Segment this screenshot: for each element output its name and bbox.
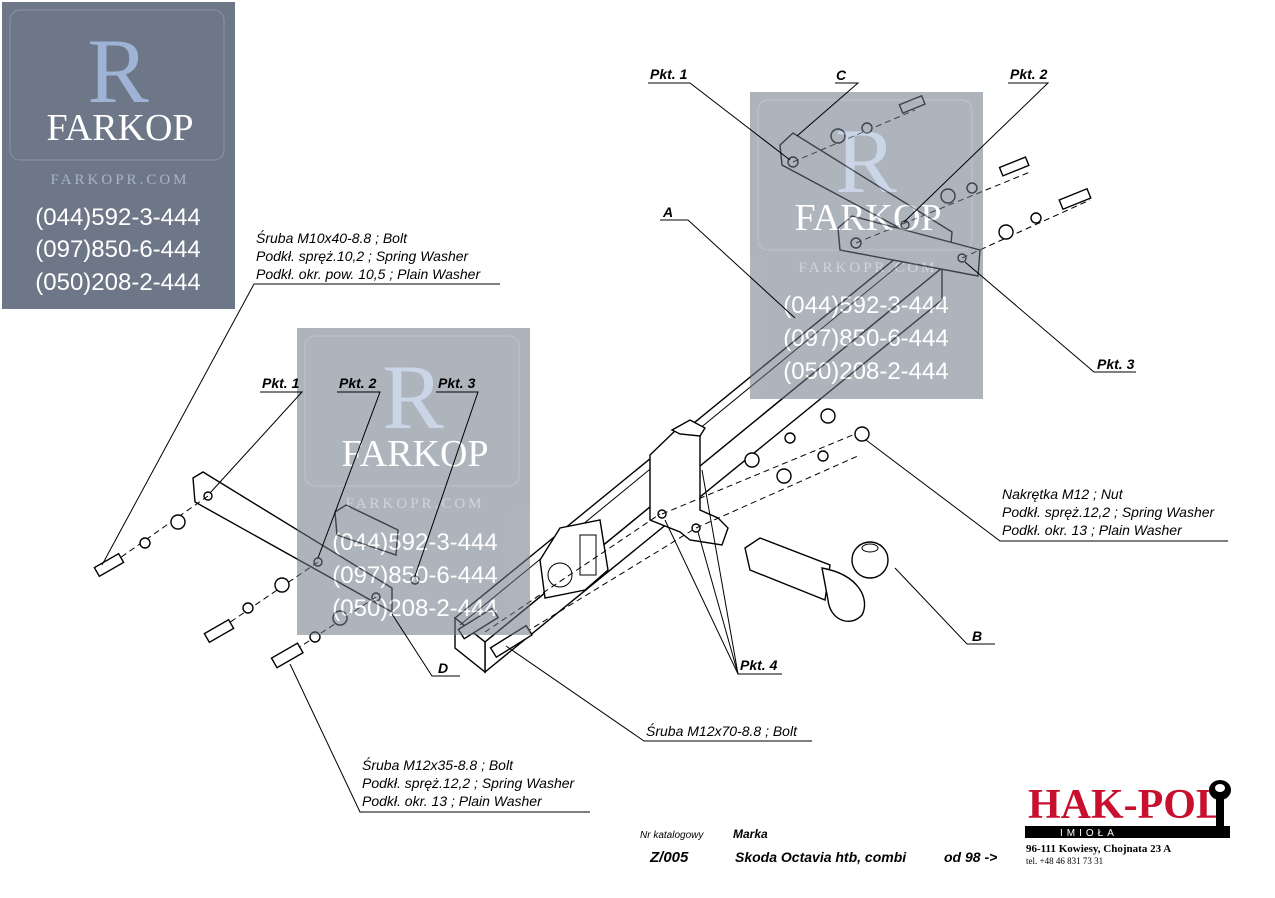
watermark-phone-3: (050)208-2-444 <box>35 269 200 296</box>
maker-address: 96-111 Kowiesy, Chojnata 23 A <box>1026 843 1171 855</box>
note-bolt-m12x70-line-1: Śruba M12x70-8.8 ; Bolt <box>646 722 798 739</box>
maker-logo: HAK-POL IMIOŁA 96-111 Kowiesy, Chojnata … <box>1025 780 1231 866</box>
hardware-center <box>661 408 870 529</box>
watermark-phone-1: (044)592-3-444 <box>332 529 497 556</box>
watermark-brand: FARKOP <box>46 107 193 149</box>
watermark-letter: R <box>87 20 149 122</box>
socket-plate <box>539 519 609 599</box>
note-bolt-m12x35-line-3: Podkł. okr. 13 ; Plain Washer <box>362 793 543 809</box>
watermark-phone-3: (050)208-2-444 <box>783 358 948 385</box>
tow-ball-b <box>744 537 889 622</box>
note-nut-m12: Nakrętka M12 ; Nut Podkł. spręż.12,2 ; S… <box>865 439 1228 542</box>
note-bolt-m12x70: Śruba M12x70-8.8 ; Bolt <box>505 645 812 742</box>
title-block: Nr katalogowy Marka Z/005 Skoda Octavia … <box>640 827 997 866</box>
watermark-phone-1: (044)592-3-444 <box>35 204 200 231</box>
watermark-phone-3: (050)208-2-444 <box>332 595 497 622</box>
note-nut-m12-line-1: Nakrętka M12 ; Nut <box>1002 486 1124 502</box>
tow-hook-icon <box>1209 780 1231 826</box>
callouts: Pkt. 1 C Pkt. 2 Pkt. 3 A Pkt. 1 Pkt. 2 P… <box>209 66 1136 677</box>
maker-sub: IMIOŁA <box>1060 828 1118 839</box>
watermark-panel-center: R FARKOP FARKOPR.COM (044)592-3-444 (097… <box>297 328 530 635</box>
maker-name: HAK-POL <box>1028 782 1224 828</box>
note-nut-m12-line-3: Podkł. okr. 13 ; Plain Washer <box>1002 522 1183 538</box>
note-bolt-m10: Śruba M10x40-8.8 ; Bolt Podkł. spręż.10,… <box>101 229 500 566</box>
watermark-phone-1: (044)592-3-444 <box>783 292 948 319</box>
note-bolt-m12x35-line-1: Śruba M12x35-8.8 ; Bolt <box>362 756 514 773</box>
callout-pkt1-top: Pkt. 1 <box>650 66 688 82</box>
callout-pkt2-top: Pkt. 2 <box>1010 66 1048 82</box>
callout-pkt2-left: Pkt. 2 <box>339 375 377 391</box>
catalog-label: Nr katalogowy <box>640 830 704 841</box>
callout-pkt3-left: Pkt. 3 <box>438 375 476 391</box>
callout-d: D <box>438 660 448 676</box>
callout-a: A <box>662 204 673 220</box>
watermark-brand: FARKOP <box>794 197 941 239</box>
watermark-site: FARKOPR.COM <box>798 260 937 276</box>
brand-label: Marka <box>733 827 768 841</box>
note-bolt-m10-line-3: Podkł. okr. pow. 10,5 ; Plain Washer <box>256 266 481 282</box>
note-bolt-m12x35: Śruba M12x35-8.8 ; Bolt Podkł. spręż.12,… <box>289 663 590 813</box>
callout-pkt1-left: Pkt. 1 <box>262 375 300 391</box>
note-bolt-m10-line-2: Podkł. spręż.10,2 ; Spring Washer <box>256 248 470 264</box>
watermark-site: FARKOPR.COM <box>50 172 189 188</box>
callout-pkt3-right: Pkt. 3 <box>1097 356 1135 372</box>
note-bolt-m12x35-line-2: Podkł. spręż.12,2 ; Spring Washer <box>362 775 576 791</box>
watermark-phone-2: (097)850-6-444 <box>35 236 200 263</box>
callout-b: B <box>972 628 982 644</box>
note-bolt-m10-line-1: Śruba M10x40-8.8 ; Bolt <box>256 229 408 246</box>
watermark-panel-top-left: R FARKOP FARKOPR.COM (044)592-3-444 (097… <box>2 2 235 309</box>
watermark-phone-2: (097)850-6-444 <box>783 325 948 352</box>
callout-c: C <box>836 67 847 83</box>
maker-tel: tel. +48 46 831 73 31 <box>1026 856 1103 866</box>
note-nut-m12-line-2: Podkł. spręż.12,2 ; Spring Washer <box>1002 504 1216 520</box>
watermark-letter: R <box>382 346 444 448</box>
watermark-panel-right: R FARKOP FARKOPR.COM (044)592-3-444 (097… <box>750 92 983 399</box>
vehicle-years: od 98 -> <box>944 849 997 865</box>
watermark-site: FARKOPR.COM <box>345 496 484 512</box>
callout-pkt4: Pkt. 4 <box>740 657 778 673</box>
vehicle-model: Skoda Octavia htb, combi <box>735 849 907 865</box>
watermark-brand: FARKOP <box>341 433 488 475</box>
watermark-letter: R <box>835 110 897 212</box>
catalog-number: Z/005 <box>649 849 689 866</box>
